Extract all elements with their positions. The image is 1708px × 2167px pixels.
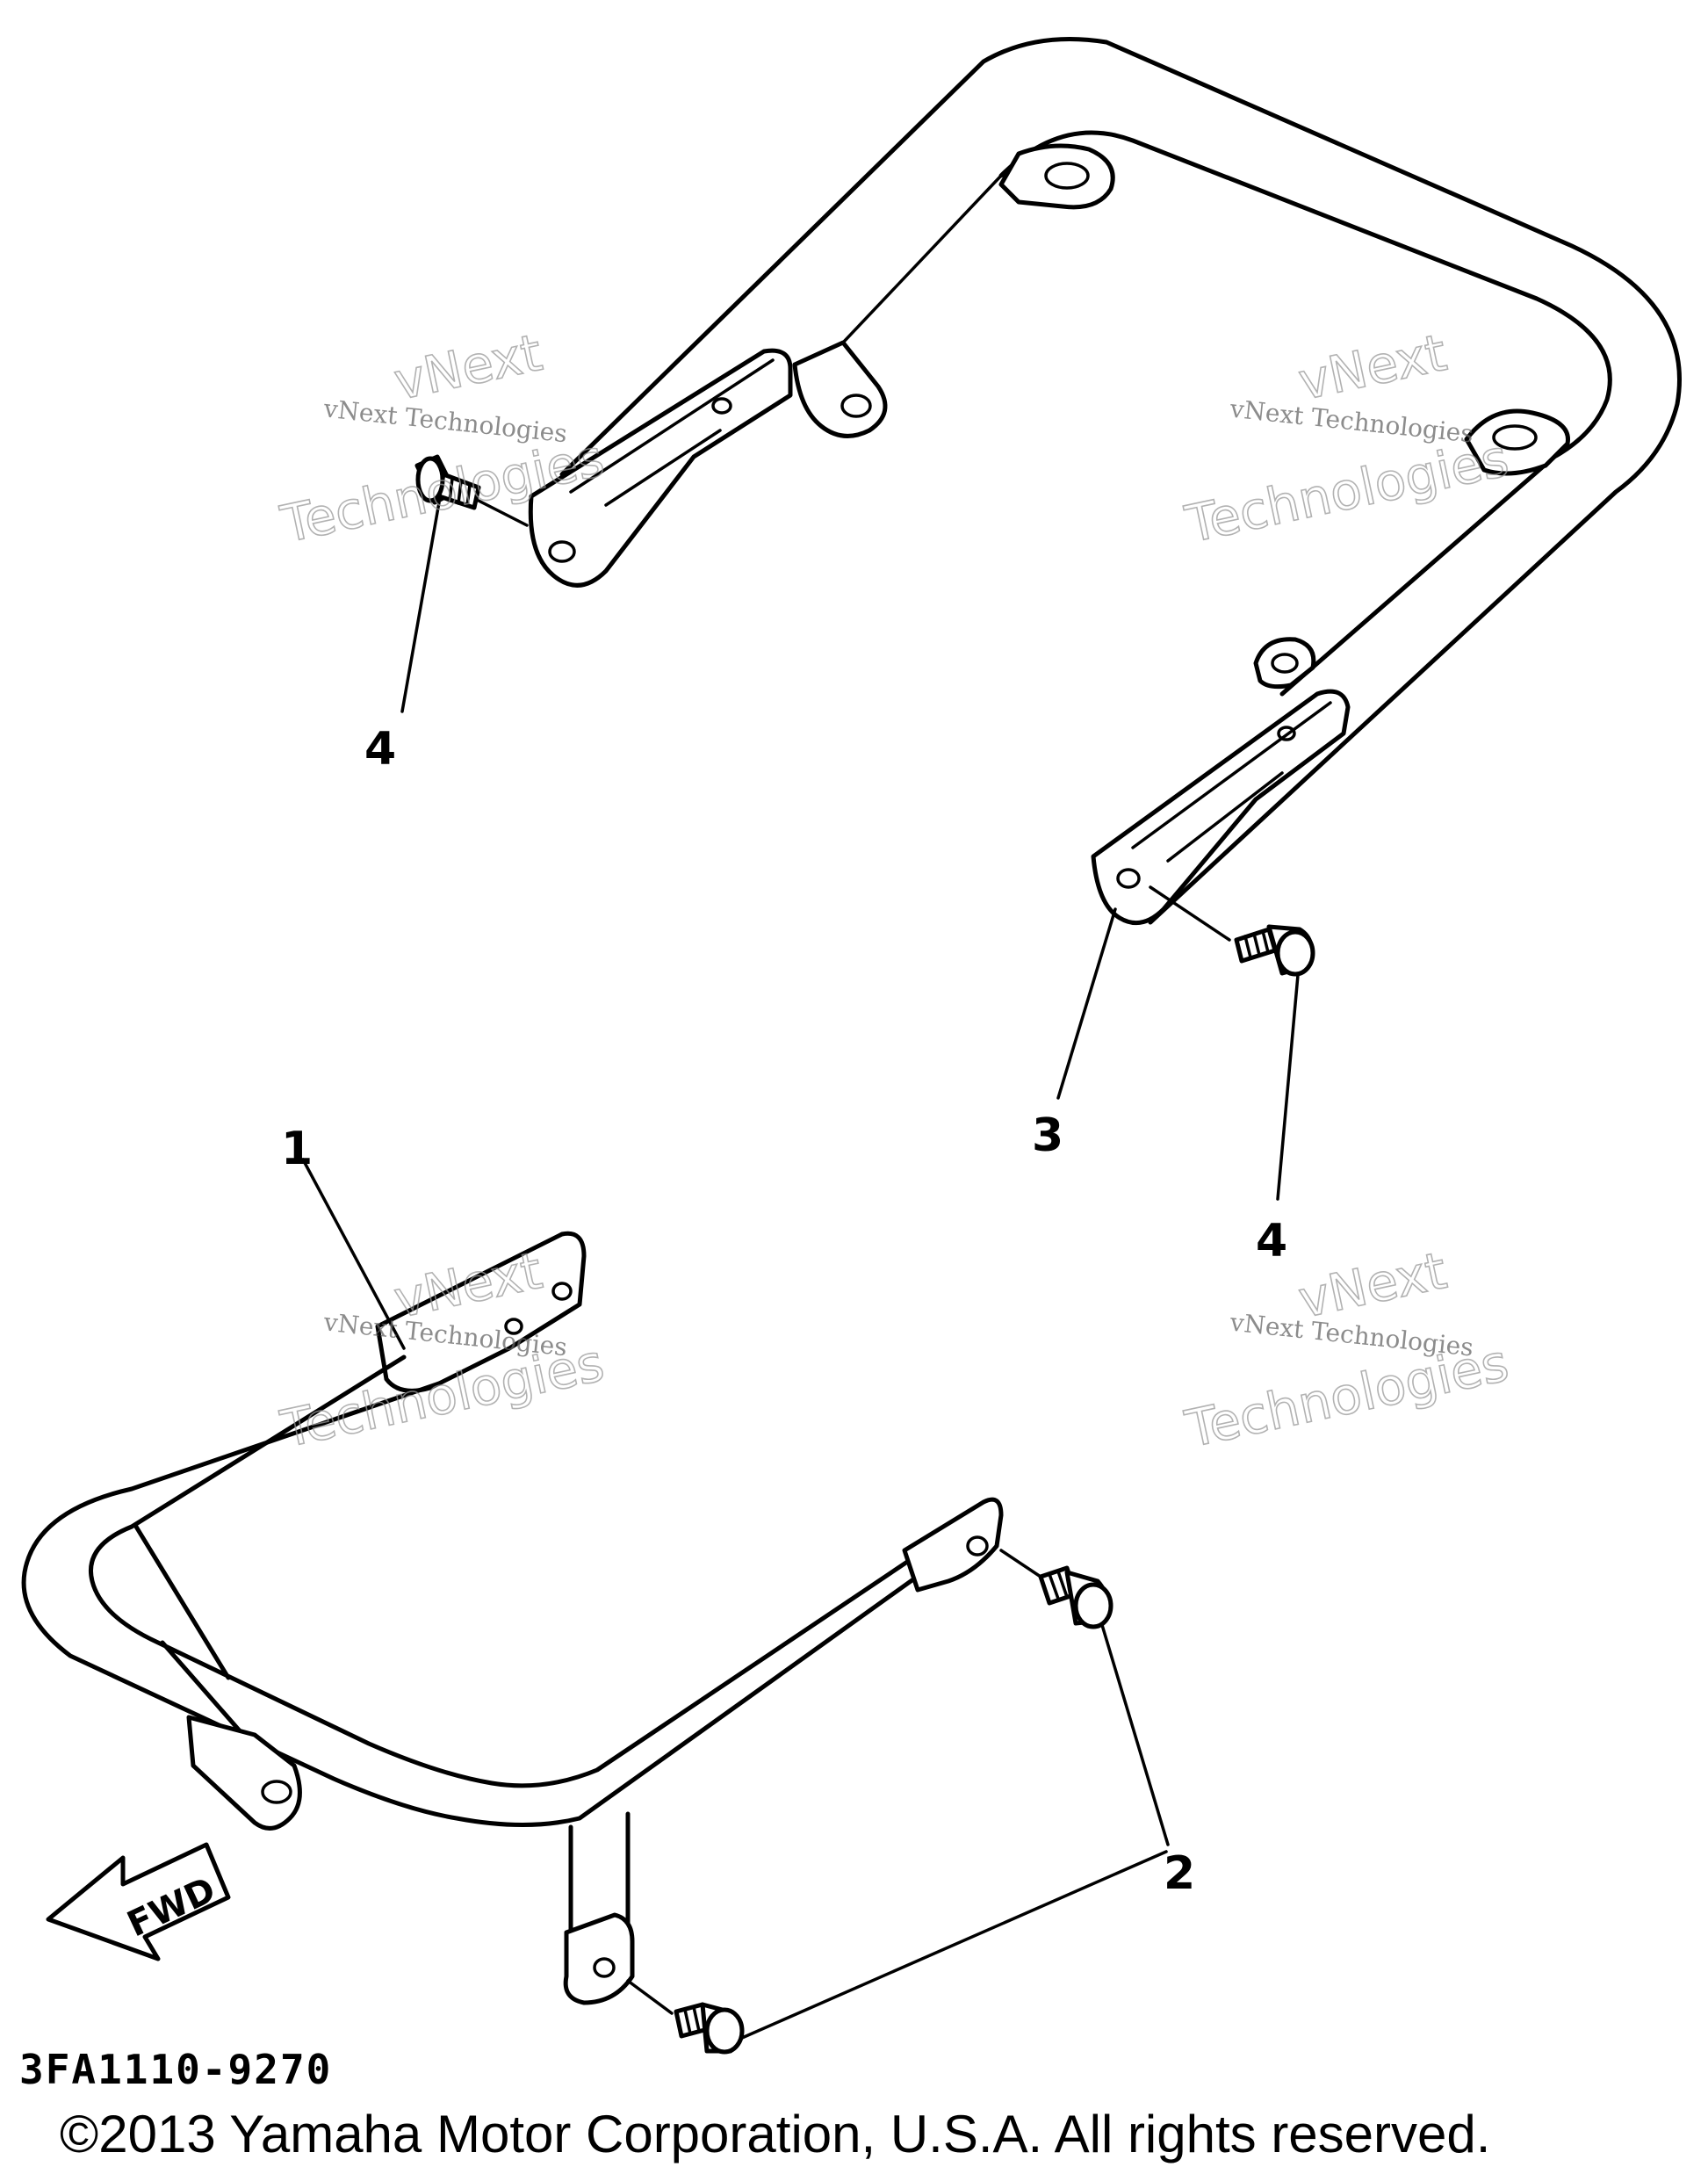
lower-guard-outer-tube (21, 1381, 999, 1827)
drawing-code: 3FA1110-9270 (19, 2046, 332, 2093)
watermark-mid-right: vNext vNext Technologies Technologies (1179, 1239, 1514, 1460)
svg-text:vNext: vNext (1294, 322, 1452, 412)
leader-3 (1056, 907, 1117, 1100)
svg-text:Technologies: Technologies (1180, 1333, 1514, 1459)
upper-guard-part-3 (528, 37, 1682, 926)
svg-text:vNext: vNext (389, 322, 547, 412)
fwd-direction-badge: FWD (46, 1842, 231, 1961)
svg-text:vNext Technologies: vNext Technologies (1228, 394, 1474, 449)
bolt-lower-bottom (626, 1979, 745, 2055)
upper-right-plate-hole (1116, 868, 1141, 889)
lower-guard-inner-tube (89, 1354, 933, 1788)
leader-2-a (1100, 1623, 1170, 1846)
upper-left-mount-tab (792, 340, 888, 438)
copyright-notice: ©2013 Yamaha Motor Corporation, U.S.A. A… (60, 2105, 1490, 2163)
callout-4-left: 4 (364, 723, 396, 776)
bolt-lower-right (999, 1549, 1113, 1629)
callout-4-right: 4 (1256, 1215, 1287, 1268)
upper-guard-inner-tube (998, 130, 1612, 697)
upper-top-mount-tab (998, 143, 1115, 210)
leader-4-right (1276, 973, 1300, 1201)
upper-mid-mount-tab (1253, 637, 1316, 690)
upper-right-end-plate (1091, 689, 1351, 926)
leader-4-left (400, 501, 441, 713)
lower-left-mount-tab (186, 1715, 302, 1831)
leader-1 (301, 1158, 406, 1350)
lower-right-end-plate (902, 1497, 1004, 1593)
fwd-arrow-icon (46, 1842, 231, 1961)
leader-2-b (740, 1850, 1168, 2040)
callout-2: 2 (1164, 1847, 1195, 1900)
leader-lines (301, 501, 1300, 2040)
bolt-upper-right (1149, 885, 1315, 977)
upper-guard-outer-tube (559, 37, 1682, 925)
lower-top-end-plate (375, 1231, 587, 1393)
bolt-upper-left (414, 454, 529, 527)
lower-guard-part-1 (21, 1231, 1004, 2005)
watermark-top-right: vNext vNext Technologies Technologies (1179, 321, 1514, 555)
callout-1: 1 (281, 1123, 313, 1175)
upper-left-plate-hole (548, 540, 576, 563)
callout-3: 3 (1032, 1109, 1063, 1162)
upper-right-mount-tab (1464, 408, 1570, 476)
